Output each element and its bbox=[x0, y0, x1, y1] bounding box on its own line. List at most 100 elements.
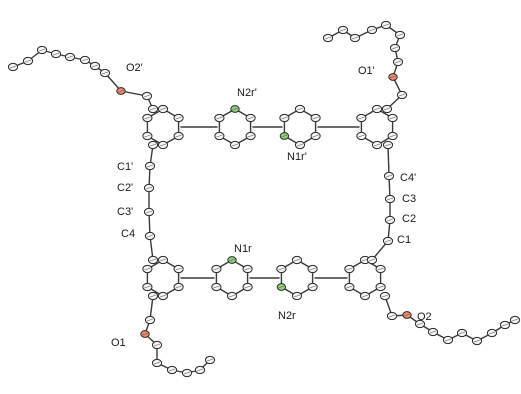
right-bridge-atom-1-octant bbox=[385, 174, 393, 178]
chain-o1-atom-0-octant bbox=[149, 294, 157, 298]
upper-right-benzene-atom-4-octant bbox=[373, 107, 381, 111]
label-c1-prime: C1' bbox=[117, 161, 133, 173]
left-bridge-atom-0-octant bbox=[149, 143, 157, 147]
lower-pyridine-right-atom-0-octant bbox=[309, 285, 316, 289]
label-c3-prime: C3' bbox=[117, 206, 133, 218]
chain-o2-prime-atom-2-octant bbox=[117, 89, 125, 93]
right-bridge-atom-4-octant bbox=[384, 239, 392, 243]
chain-o1-prime-atom-1-octant bbox=[398, 93, 406, 97]
upper-pyridine-left-atom-5-octant bbox=[247, 116, 254, 120]
chain-o2-prime-atom-5-octant bbox=[81, 58, 89, 62]
chain-o2-prime-atom-6-octant bbox=[66, 55, 74, 59]
chain-o2-atom-5-octant bbox=[444, 338, 452, 342]
right-bridge-atom-0-octant bbox=[384, 143, 392, 147]
chain-o2-prime-atom-3-octant bbox=[101, 71, 109, 75]
chain-o2-atom-10-octant bbox=[511, 318, 519, 322]
chain-o2-prime-atom-1-octant bbox=[143, 94, 151, 98]
upper-pyridine-right-atom-2-octant bbox=[281, 134, 288, 138]
label-o1-prime: O1' bbox=[358, 65, 375, 77]
label-c4-prime: C4' bbox=[400, 172, 416, 184]
chain-o1-atom-5-octant bbox=[168, 368, 176, 372]
upper-pyridine-left-atom-2-octant bbox=[216, 134, 223, 138]
upper-pyridine-left-atom-3-octant bbox=[216, 116, 223, 120]
lower-pyridine-left-atom-0-octant bbox=[244, 285, 251, 289]
chain-o1-atom-8-octant bbox=[206, 358, 214, 362]
chain-o2-prime-atom-7-octant bbox=[52, 52, 60, 56]
label-c4: C4 bbox=[121, 228, 135, 240]
upper-pyridine-left-atom-0-octant bbox=[247, 134, 254, 138]
upper-pyridine-right-atom-4-octant bbox=[296, 107, 304, 111]
right-bridge-bond-1 bbox=[387, 144, 390, 177]
label-o2: O2 bbox=[417, 311, 432, 323]
label-n1r-prime: N1r' bbox=[287, 151, 307, 163]
label-c3: C3 bbox=[402, 193, 416, 205]
chain-o1-prime-atom-9-octant bbox=[339, 28, 347, 32]
lower-right-benzene-atom-0-octant bbox=[377, 285, 384, 289]
chain-o2-atom-0-octant bbox=[381, 294, 389, 298]
lower-left-benzene-atom-2-octant bbox=[144, 285, 151, 289]
chain-o2-atom-1-octant bbox=[388, 314, 396, 318]
right-bridge-atom-2-octant bbox=[386, 197, 394, 201]
left-bridge-atom-4-octant bbox=[146, 234, 154, 238]
upper-pyridine-right-atom-0-octant bbox=[312, 134, 319, 138]
lower-pyridine-right-atom-2-octant bbox=[278, 285, 285, 289]
chain-o2-atom-2-octant bbox=[403, 313, 411, 317]
chain-o2-prime-atom-9-octant bbox=[24, 59, 32, 63]
upper-left-benzene-atom-3-octant bbox=[144, 116, 151, 120]
chain-o1-prime-atom-2-octant bbox=[389, 75, 397, 79]
chain-o1-atom-7-octant bbox=[196, 368, 204, 372]
upper-pyridine-left-atom-1-octant bbox=[231, 143, 239, 147]
label-n2r-prime: N2r' bbox=[237, 87, 257, 99]
left-bridge-atom-2-octant bbox=[145, 186, 153, 190]
right-bridge-atom-3-octant bbox=[386, 218, 394, 222]
label-n1r: N1r bbox=[234, 243, 252, 255]
chain-o2-atom-7-octant bbox=[473, 339, 481, 343]
lower-pyridine-right-atom-5-octant bbox=[309, 267, 316, 271]
upper-right-benzene-atom-1-octant bbox=[373, 143, 381, 147]
lower-left-benzene-atom-3-octant bbox=[144, 267, 151, 271]
upper-left-benzene-atom-2-octant bbox=[144, 134, 151, 138]
lower-right-benzene-atom-1-octant bbox=[361, 294, 369, 298]
upper-pyridine-right-atom-1-octant bbox=[296, 143, 304, 147]
lower-right-benzene-atom-3-octant bbox=[346, 267, 353, 271]
chain-o1-prime-atom-3-octant bbox=[394, 60, 402, 64]
lower-right-benzene-atom-5-octant bbox=[377, 267, 384, 271]
left-bridge-atom-3-octant bbox=[145, 210, 153, 214]
chain-o1-atom-6-octant bbox=[183, 371, 191, 375]
chain-o1-prime-atom-6-octant bbox=[382, 23, 390, 27]
lower-pyridine-right-atom-4-octant bbox=[293, 258, 301, 262]
upper-pyridine-right-atom-5-octant bbox=[312, 116, 319, 120]
lower-pyridine-right-atom-3-octant bbox=[278, 267, 285, 271]
label-n2r: N2r bbox=[278, 310, 296, 322]
label-c2-prime: C2' bbox=[117, 182, 133, 194]
chain-o1-prime-atom-4-octant bbox=[391, 46, 399, 50]
upper-left-benzene-atom-1-octant bbox=[159, 143, 167, 147]
left-bridge-atom-1-octant bbox=[146, 164, 154, 168]
label-o2-prime: O2' bbox=[126, 62, 143, 74]
lower-left-benzene-atom-0-octant bbox=[175, 285, 182, 289]
chain-o1-prime-atom-7-octant bbox=[368, 28, 376, 32]
upper-right-benzene-atom-3-octant bbox=[358, 116, 365, 120]
lower-right-benzene-atom-2-octant bbox=[346, 285, 353, 289]
chain-o2-atom-3-octant bbox=[416, 322, 424, 326]
chain-o1-prime-atom-0-octant bbox=[383, 107, 391, 111]
chain-o2-atom-6-octant bbox=[458, 331, 466, 335]
upper-right-benzene-atom-0-octant bbox=[389, 134, 396, 138]
right-bridge-atom-5-octant bbox=[368, 258, 376, 262]
chain-o2-atom-8-octant bbox=[488, 331, 496, 335]
lower-left-benzene-atom-5-octant bbox=[175, 267, 182, 271]
chain-o1-prime-atom-5-octant bbox=[396, 33, 404, 37]
chain-o1-atom-3-octant bbox=[153, 343, 161, 347]
label-c2: C2 bbox=[402, 213, 416, 225]
chain-o1-atom-4-octant bbox=[153, 361, 161, 365]
chain-o2-prime-atom-8-octant bbox=[38, 48, 46, 52]
chain-o2-prime-atom-0-octant bbox=[149, 107, 157, 111]
left-bridge-atom-5-octant bbox=[149, 258, 157, 262]
lower-pyridine-left-atom-5-octant bbox=[244, 267, 251, 271]
lower-pyridine-left-atom-2-octant bbox=[213, 285, 220, 289]
upper-pyridine-right-atom-3-octant bbox=[281, 116, 288, 120]
lower-left-benzene-atom-4-octant bbox=[159, 258, 167, 262]
lower-pyridine-left-atom-1-octant bbox=[228, 294, 236, 298]
